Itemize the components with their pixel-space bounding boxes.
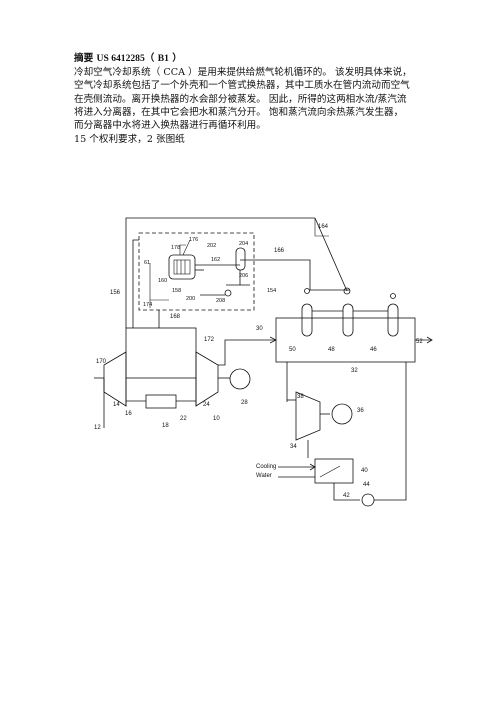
open-paren: （ xyxy=(144,53,155,64)
label-34: 34 xyxy=(290,444,297,450)
condenser-coil xyxy=(319,465,341,478)
label-46: 46 xyxy=(370,347,377,353)
patent-number: US 6412285 xyxy=(96,53,145,64)
exchanger-core xyxy=(173,259,191,275)
abstract-line: 冷却空气冷却系统（ CCA ）是用来提供给燃气轮机循环的。 该发明具体来说， xyxy=(74,67,412,79)
drum-46 xyxy=(387,303,399,337)
stack-arrow xyxy=(426,336,433,344)
exhaust-line xyxy=(218,339,276,366)
hrsg-32 xyxy=(275,317,416,363)
label-14: 14 xyxy=(113,402,120,408)
label-30: 30 xyxy=(256,326,263,332)
label-178: 178 xyxy=(171,245,180,251)
label-208: 208 xyxy=(216,298,225,304)
label-12: 12 xyxy=(94,425,101,431)
pump-44 xyxy=(361,493,375,507)
label-156: 156 xyxy=(110,290,121,296)
combustor-casing xyxy=(125,327,197,379)
valve-drum-46 xyxy=(390,293,396,299)
drum-48 xyxy=(342,303,354,337)
abstract-line: 空气冷却系统包括了一个外壳和一个管式换热器，其中工质水在管内流动而空气 xyxy=(74,80,410,92)
line-164-tail xyxy=(314,218,329,237)
turbine-24 xyxy=(195,351,219,407)
label-204: 204 xyxy=(239,241,248,247)
abstract-line: 而分离器中水将进入换热器进行再循环利用。 xyxy=(74,120,266,132)
label-22: 22 xyxy=(180,416,187,422)
label-50: 50 xyxy=(289,347,296,353)
line-166 xyxy=(240,259,350,291)
line-164 xyxy=(125,217,315,328)
label-170: 170 xyxy=(96,359,107,365)
abstract-line: 在壳侧流动。离开换热器的水会部分被蒸发。 因此，所得的这两相水流/蒸汽流 xyxy=(74,93,407,105)
label-48: 48 xyxy=(328,347,335,353)
steam-turbine-34 xyxy=(295,391,321,441)
combustor-22 xyxy=(145,394,177,409)
label-water: Water xyxy=(256,473,272,479)
label-cooling: Cooling xyxy=(256,464,276,470)
generator-28 xyxy=(229,368,251,390)
label-154: 154 xyxy=(267,288,276,294)
label-40: 40 xyxy=(361,468,368,474)
valve-208 xyxy=(224,289,232,297)
pump-suction xyxy=(333,483,360,501)
label-164: 164 xyxy=(318,224,329,230)
label-172: 172 xyxy=(204,337,215,343)
label-168: 168 xyxy=(170,314,181,320)
label-24: 24 xyxy=(203,402,210,408)
label-44: 44 xyxy=(363,482,370,488)
separator-204 xyxy=(235,247,246,271)
generator-36 xyxy=(331,403,353,425)
valve-drum-50 xyxy=(304,288,310,294)
dashed-control-box xyxy=(138,232,255,311)
close-paren: ） xyxy=(172,53,182,64)
label-158: 158 xyxy=(172,288,181,294)
label-166: 166 xyxy=(274,248,285,254)
label-200: 200 xyxy=(186,296,195,302)
label-32: 32 xyxy=(351,368,358,374)
line-178 xyxy=(179,244,186,255)
exchanger-158 xyxy=(168,254,196,280)
label-36: 36 xyxy=(357,408,364,414)
line-176 xyxy=(182,239,191,256)
valve-drum-48 xyxy=(343,287,351,295)
abstract-block: 摘要 US 6412285（ B1 ） 冷却空气冷却系统（ CCA ）是用来提供… xyxy=(74,52,426,146)
label-42: 42 xyxy=(343,493,350,499)
label-61: 61 xyxy=(144,260,150,266)
cooling-arrow xyxy=(309,463,316,471)
label-10: 10 xyxy=(213,416,220,422)
line-164-to-drum xyxy=(314,217,348,292)
label-202: 202 xyxy=(207,243,216,249)
label-162: 162 xyxy=(211,257,220,263)
line-156 xyxy=(132,239,139,328)
label-176: 176 xyxy=(189,237,198,243)
drum-50 xyxy=(301,303,313,337)
condenser-40 xyxy=(314,458,354,484)
claims-summary: 15 个权利要求，2 张图纸 xyxy=(74,134,185,146)
label-160: 160 xyxy=(158,278,167,284)
abstract-title: 摘要 US 6412285（ B1 ） xyxy=(74,52,426,65)
label-206: 206 xyxy=(239,273,248,279)
compressor-14 xyxy=(103,351,127,407)
abstract-line: 将进入分离器，在其中它会把水和蒸汽分开。 饱和蒸汽流向余热蒸汽发生器， xyxy=(74,106,404,118)
label-38: 38 xyxy=(297,394,304,400)
label-28: 28 xyxy=(241,400,248,406)
abstract-heading: 摘要 xyxy=(74,53,94,64)
label-52: 52 xyxy=(416,339,423,345)
kind-code: B1 xyxy=(157,53,169,64)
abstract-body: 冷却空气冷却系统（ CCA ）是用来提供给燃气轮机循环的。 该发明具体来说， 空… xyxy=(74,66,426,132)
label-16: 16 xyxy=(125,411,132,417)
label-18: 18 xyxy=(162,423,169,429)
feedwater-return xyxy=(374,362,407,501)
label-174: 174 xyxy=(143,302,152,308)
